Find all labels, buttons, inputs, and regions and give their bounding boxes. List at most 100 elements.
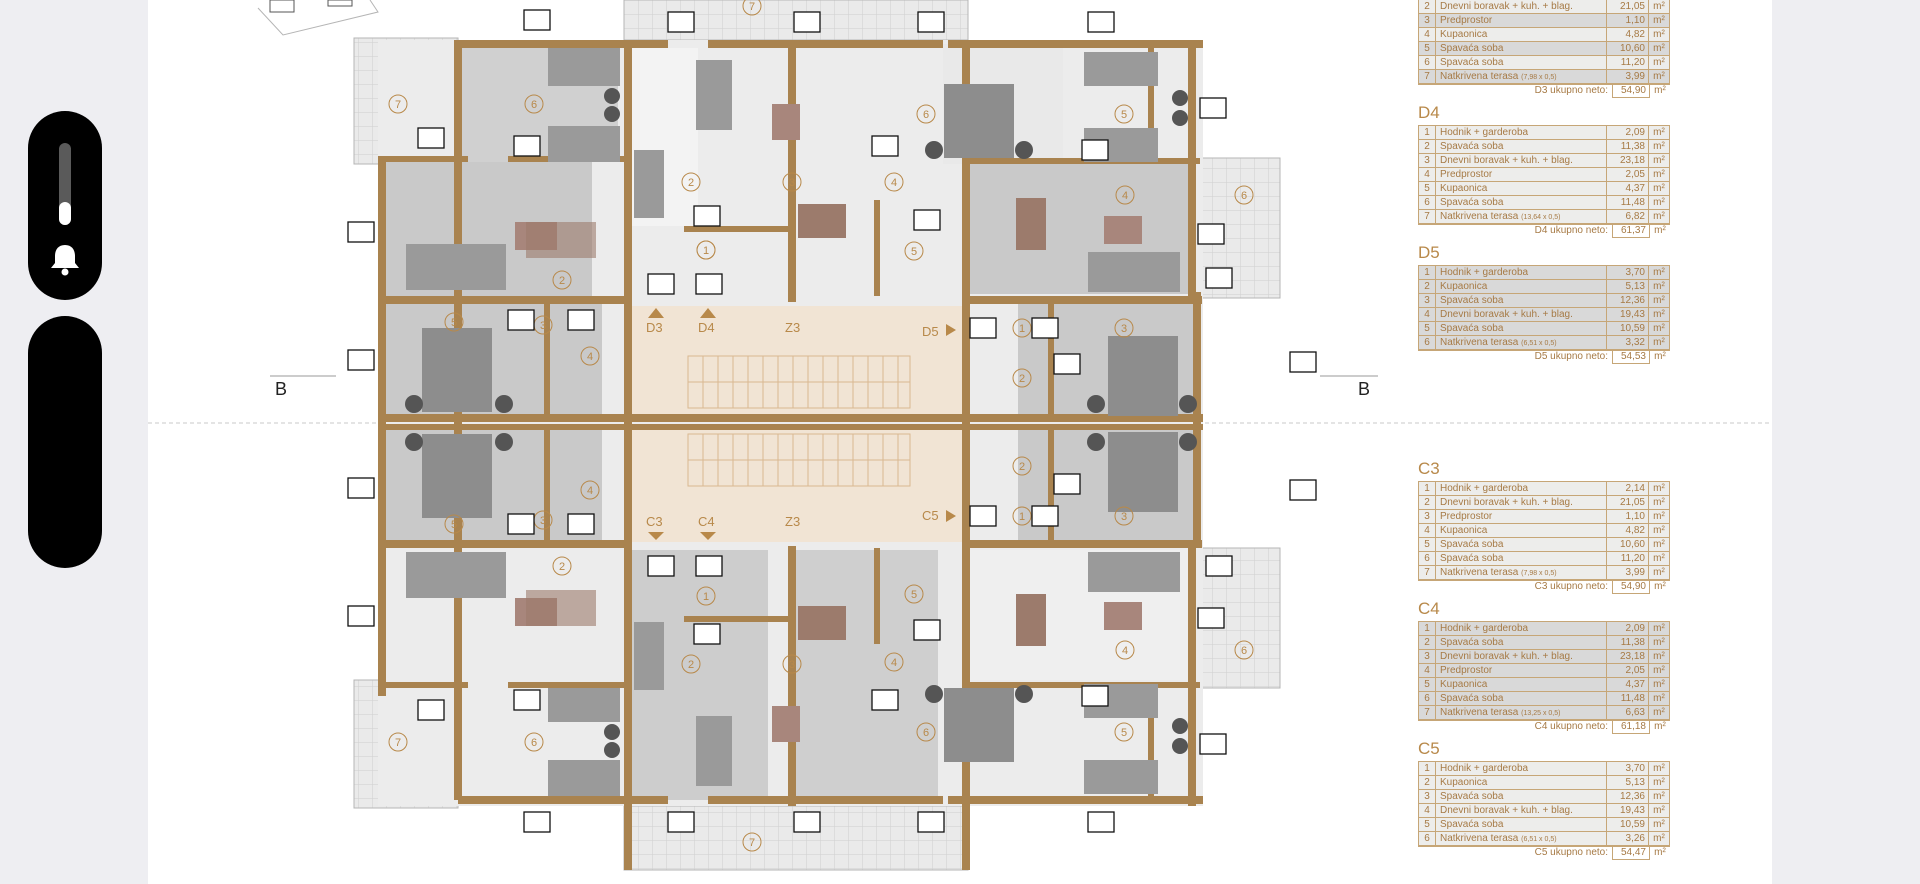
room-area: 4,37 bbox=[1607, 182, 1649, 195]
svg-text:5: 5 bbox=[451, 519, 457, 531]
stair-label-lower: Z3 bbox=[785, 514, 800, 529]
total-label: C4 ukupno neto: bbox=[1534, 721, 1608, 732]
room-area: 2,09 bbox=[1607, 126, 1649, 139]
unit-entry-tags: D3 D4 D5 C3 C4 C5 bbox=[646, 308, 956, 540]
room-area: 4,82 bbox=[1607, 28, 1649, 41]
section-markers: B B bbox=[270, 375, 1378, 399]
area-unit: m² bbox=[1653, 567, 1665, 578]
svg-text:C3: C3 bbox=[646, 514, 663, 529]
row-number: 3 bbox=[1419, 154, 1436, 167]
svg-text:5: 5 bbox=[1121, 109, 1127, 121]
svg-text:6: 6 bbox=[531, 99, 537, 111]
room-area: 11,20 bbox=[1607, 56, 1649, 69]
room-name: Spavaća soba bbox=[1436, 56, 1607, 69]
area-unit: m² bbox=[1653, 183, 1665, 194]
volume-level bbox=[59, 202, 71, 225]
room-name: Natkrivena terasa (6,51 x 0,5) bbox=[1436, 336, 1607, 349]
row-number: 4 bbox=[1419, 168, 1436, 181]
svg-text:4: 4 bbox=[891, 657, 897, 669]
table-title: C5 bbox=[1418, 739, 1440, 758]
svg-text:4: 4 bbox=[587, 351, 593, 363]
room-area: 12,36 bbox=[1607, 790, 1649, 803]
room-name: Natkrivena terasa (13,25 x 0,5) bbox=[1436, 706, 1607, 719]
svg-text:1: 1 bbox=[703, 591, 709, 603]
room-area: 2,05 bbox=[1607, 664, 1649, 677]
total-label: D5 ukupno neto: bbox=[1534, 351, 1608, 362]
row-number: 6 bbox=[1419, 336, 1436, 349]
svg-text:7: 7 bbox=[395, 737, 401, 749]
table-title: C3 bbox=[1418, 459, 1440, 478]
room-area: 6,63 bbox=[1607, 706, 1649, 719]
bell-icon[interactable] bbox=[47, 241, 83, 277]
svg-text:4: 4 bbox=[891, 177, 897, 189]
area-unit: m² bbox=[1653, 777, 1665, 788]
svg-text:2: 2 bbox=[559, 275, 565, 287]
row-number: 3 bbox=[1419, 14, 1436, 27]
row-number: 7 bbox=[1419, 70, 1436, 83]
room-name: Spavaća soba bbox=[1436, 636, 1607, 649]
room-name: Kupaonica bbox=[1436, 678, 1607, 691]
room-area: 1,10 bbox=[1607, 14, 1649, 27]
row-number: 2 bbox=[1419, 776, 1436, 789]
plan-sketch-corner bbox=[257, 0, 379, 36]
room-area: 11,48 bbox=[1607, 196, 1649, 209]
svg-text:7: 7 bbox=[395, 99, 401, 111]
volume-control[interactable] bbox=[28, 111, 102, 300]
side-button-panel[interactable] bbox=[28, 316, 102, 568]
total-area: 54,90 bbox=[1612, 84, 1650, 98]
furniture bbox=[405, 48, 1197, 796]
room-name: Natkrivena terasa (13,64 x 0,5) bbox=[1436, 210, 1607, 223]
area-unit: m² bbox=[1653, 707, 1665, 718]
total-unit: m² bbox=[1654, 85, 1666, 96]
room-name: Dnevni boravak + kuh. + blag. bbox=[1436, 154, 1607, 167]
room-area: 2,09 bbox=[1607, 622, 1649, 635]
area-unit: m² bbox=[1653, 211, 1665, 222]
row-number: 5 bbox=[1419, 322, 1436, 335]
row-number: 4 bbox=[1419, 524, 1436, 537]
room-name: Kupaonica bbox=[1436, 28, 1607, 41]
total-unit: m² bbox=[1654, 225, 1666, 236]
row-number: 6 bbox=[1419, 552, 1436, 565]
room-area: 10,59 bbox=[1607, 818, 1649, 831]
room-area: 1,10 bbox=[1607, 510, 1649, 523]
room-note: (13,64 x 0,5) bbox=[1521, 214, 1561, 221]
total-area: 54,53 bbox=[1612, 350, 1650, 364]
room-area: 2,14 bbox=[1607, 482, 1649, 495]
area-unit: m² bbox=[1653, 833, 1665, 844]
room-area: 6,82 bbox=[1607, 210, 1649, 223]
area-unit: m² bbox=[1653, 337, 1665, 348]
total-unit: m² bbox=[1654, 581, 1666, 592]
total-label: C5 ukupno neto: bbox=[1534, 847, 1608, 858]
room-name: Natkrivena terasa (6,51 x 0,5) bbox=[1436, 832, 1607, 845]
area-unit: m² bbox=[1653, 665, 1665, 676]
total-unit: m² bbox=[1654, 721, 1666, 732]
volume-slider[interactable] bbox=[59, 143, 71, 225]
row-number: 5 bbox=[1419, 538, 1436, 551]
row-number: 5 bbox=[1419, 678, 1436, 691]
room-area: 10,60 bbox=[1607, 538, 1649, 551]
svg-text:3: 3 bbox=[540, 320, 546, 332]
room-area: 23,18 bbox=[1607, 154, 1649, 167]
row-number: 1 bbox=[1419, 126, 1436, 139]
room-note: (7,98 x 0,5) bbox=[1521, 570, 1557, 577]
